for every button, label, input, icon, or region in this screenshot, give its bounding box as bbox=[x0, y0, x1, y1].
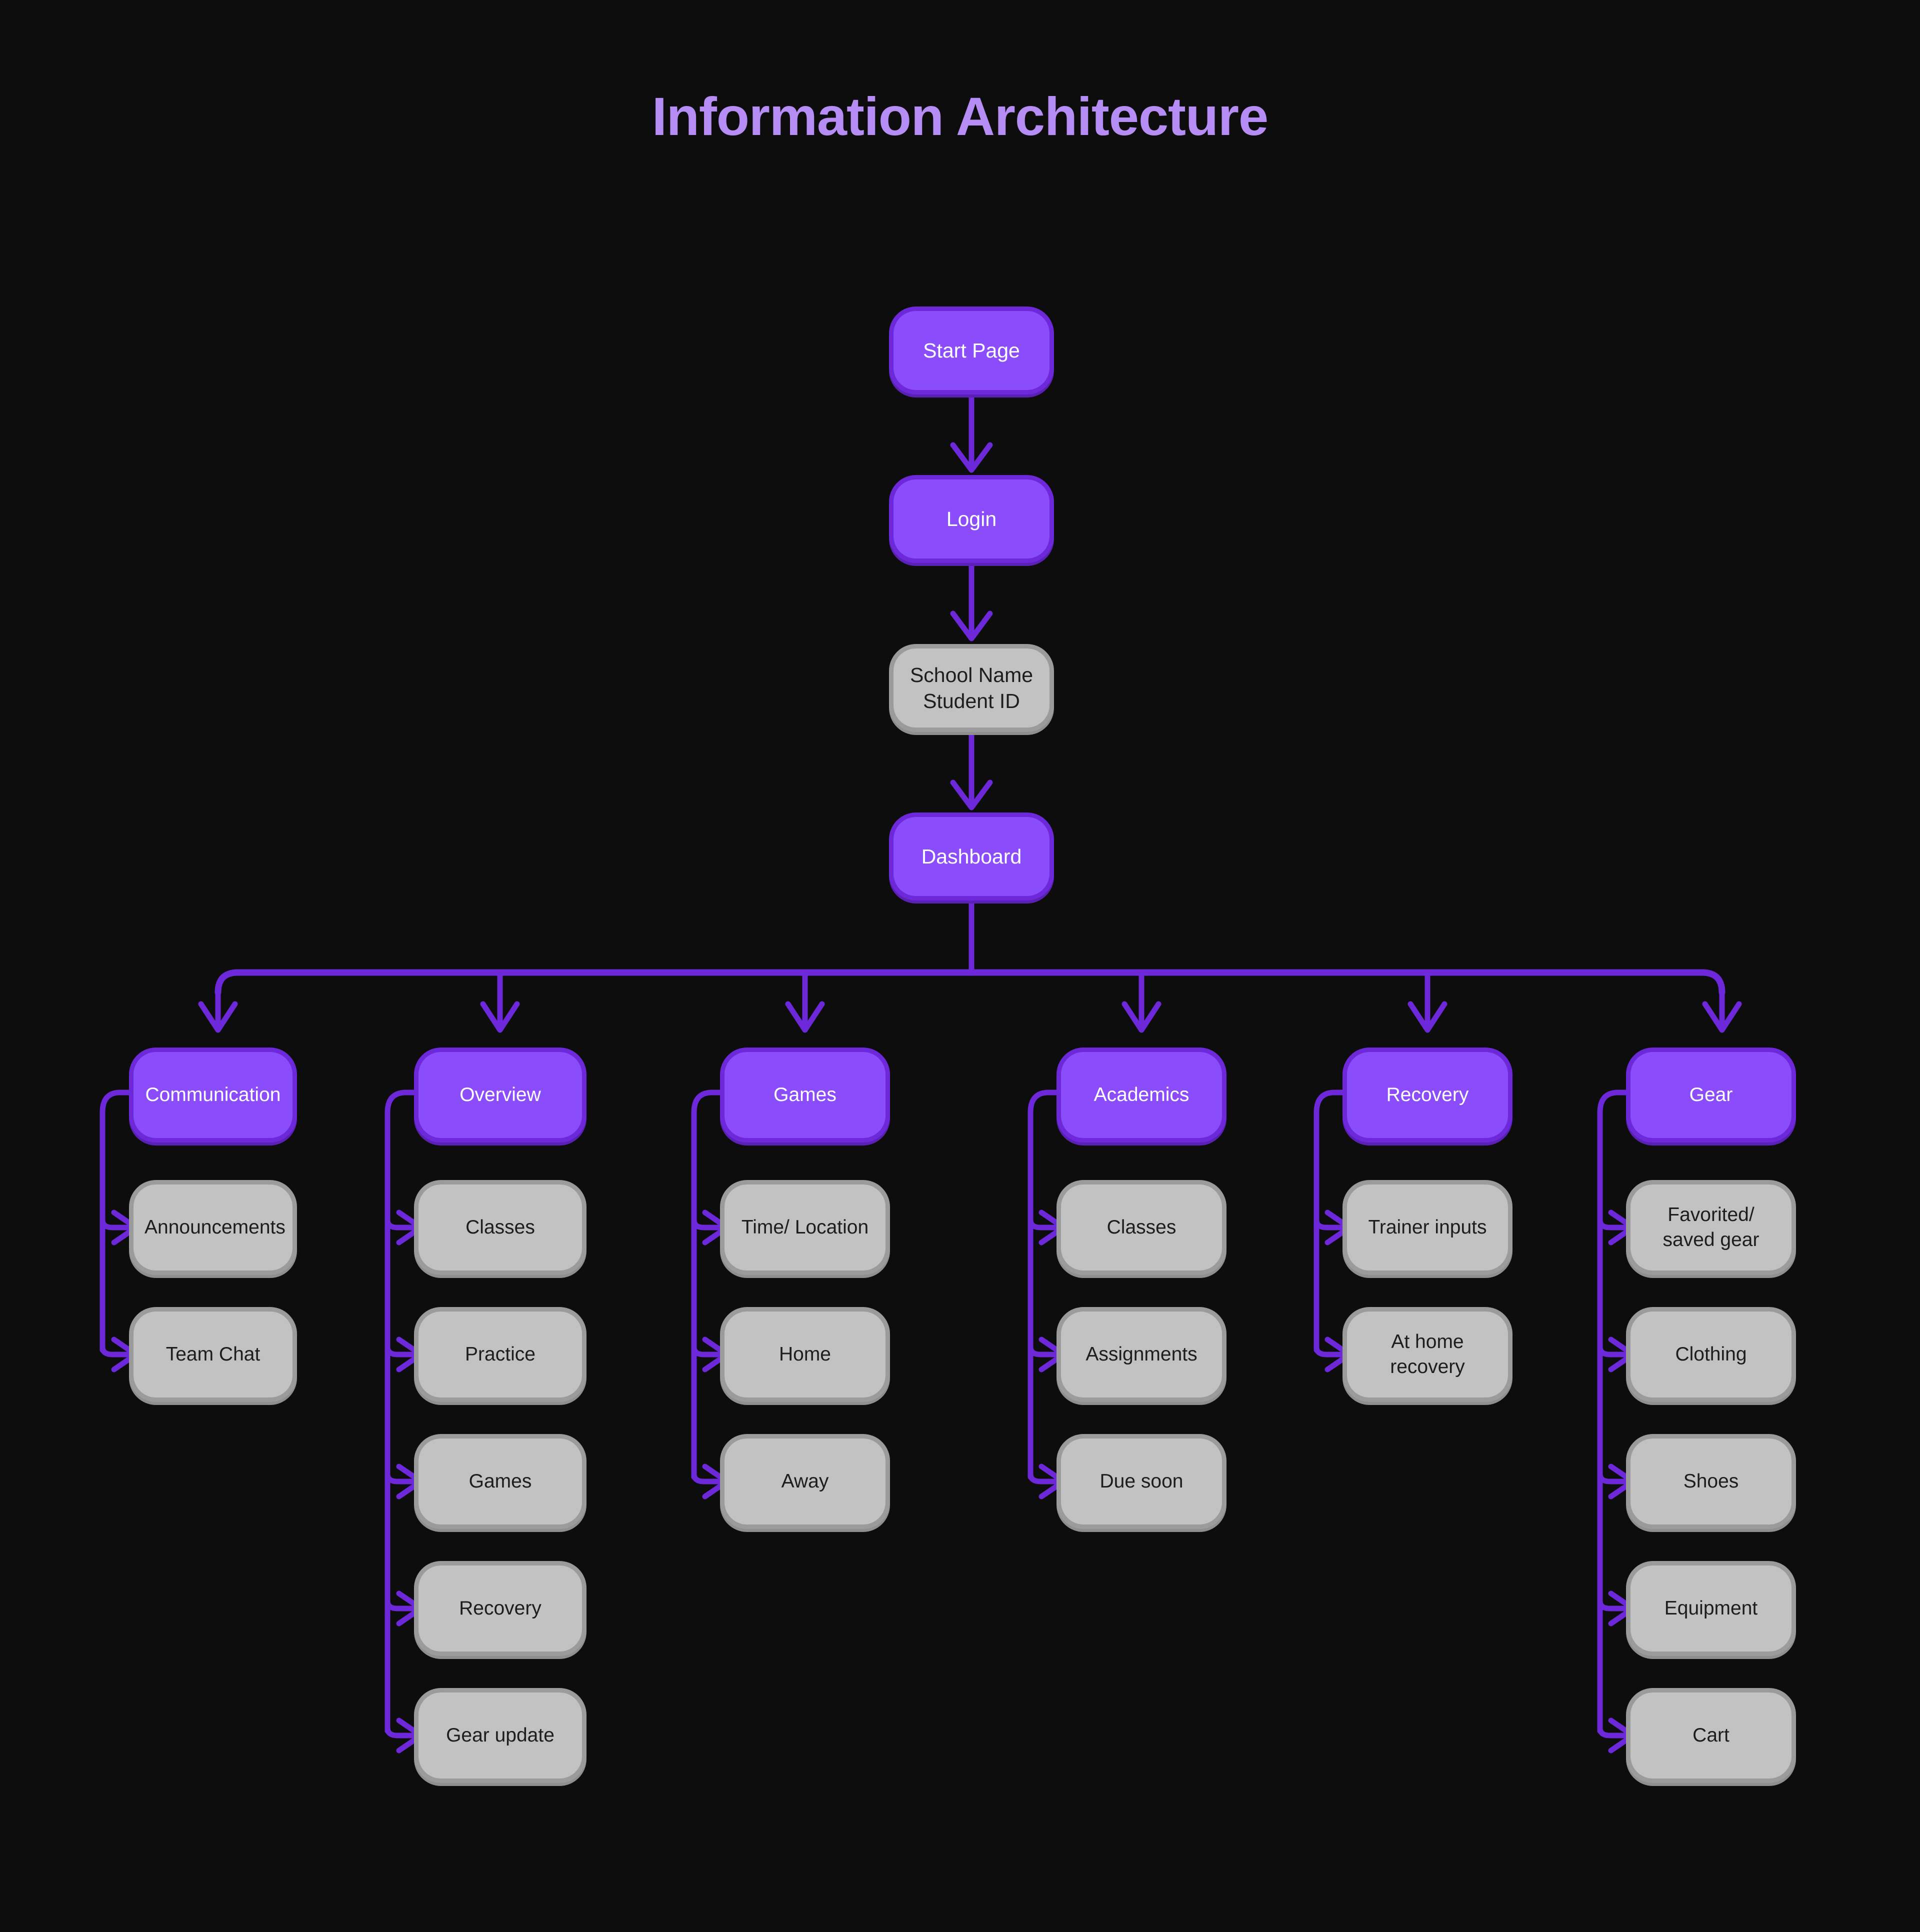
node-overview-classes[interactable]: Classes bbox=[414, 1180, 586, 1275]
edges-gear bbox=[1597, 1090, 1636, 1754]
node-overview-gear-update[interactable]: Gear update bbox=[414, 1688, 586, 1783]
node-label: Time/ Location bbox=[741, 1216, 869, 1238]
node-label: Recovery bbox=[1386, 1084, 1469, 1106]
node-recovery-at-home[interactable]: At home recovery bbox=[1342, 1307, 1512, 1402]
node-recovery[interactable]: Recovery bbox=[1342, 1048, 1512, 1142]
edge-bus-to-overview bbox=[480, 970, 520, 1033]
node-label: Games bbox=[468, 1470, 532, 1492]
node-label: Home bbox=[778, 1344, 832, 1366]
node-overview-practice[interactable]: Practice bbox=[414, 1307, 586, 1402]
node-label: Away bbox=[781, 1470, 829, 1492]
node-label: Overview bbox=[460, 1084, 541, 1106]
node-label: Gear update bbox=[446, 1724, 554, 1746]
node-label: Academics bbox=[1094, 1084, 1190, 1106]
edges-games bbox=[691, 1090, 730, 1500]
node-overview-recovery[interactable]: Recovery bbox=[414, 1561, 586, 1656]
node-gear-clothing[interactable]: Clothing bbox=[1626, 1307, 1796, 1402]
node-label: School Name Student ID bbox=[904, 662, 1038, 714]
node-gear-cart[interactable]: Cart bbox=[1626, 1688, 1796, 1783]
node-academics-due-soon[interactable]: Due soon bbox=[1056, 1434, 1226, 1529]
node-label: Equipment bbox=[1664, 1598, 1758, 1620]
node-label: Dashboard bbox=[921, 844, 1022, 868]
node-games-time-location[interactable]: Time/ Location bbox=[720, 1180, 890, 1275]
node-team-chat[interactable]: Team Chat bbox=[129, 1307, 297, 1402]
edge-bus-to-recovery bbox=[1408, 970, 1448, 1033]
node-communication[interactable]: Communication bbox=[129, 1048, 297, 1142]
node-label: Gear bbox=[1689, 1084, 1733, 1106]
node-games[interactable]: Games bbox=[720, 1048, 890, 1142]
node-label: Recovery bbox=[459, 1598, 542, 1620]
node-gear[interactable]: Gear bbox=[1626, 1048, 1796, 1142]
node-label: Shoes bbox=[1683, 1470, 1739, 1492]
node-label-line-2: Student ID bbox=[923, 690, 1020, 712]
node-login[interactable]: Login bbox=[889, 475, 1054, 563]
node-academics-assignments[interactable]: Assignments bbox=[1056, 1307, 1226, 1402]
node-label: Games bbox=[774, 1084, 836, 1106]
node-label: Practice bbox=[465, 1344, 536, 1366]
node-label: Classes bbox=[1106, 1216, 1176, 1238]
page-title: Information Architecture bbox=[652, 86, 1268, 146]
node-overview-games[interactable]: Games bbox=[414, 1434, 586, 1529]
edge-login-to-school bbox=[950, 563, 993, 642]
node-label: Communication bbox=[145, 1084, 281, 1106]
distribution-bus bbox=[214, 969, 1726, 996]
node-games-away[interactable]: Away bbox=[720, 1434, 890, 1529]
node-dashboard[interactable]: Dashboard bbox=[889, 812, 1054, 900]
node-label-line-1: School Name bbox=[910, 663, 1034, 686]
node-overview[interactable]: Overview bbox=[414, 1048, 586, 1142]
node-start-page[interactable]: Start Page bbox=[889, 306, 1054, 394]
node-label: Announcements bbox=[144, 1216, 286, 1238]
node-gear-shoes[interactable]: Shoes bbox=[1626, 1434, 1796, 1529]
node-academics[interactable]: Academics bbox=[1056, 1048, 1226, 1142]
edge-bus-to-academics bbox=[1122, 970, 1162, 1033]
edges-overview bbox=[384, 1090, 424, 1754]
node-gear-equipment[interactable]: Equipment bbox=[1626, 1561, 1796, 1656]
node-academics-classes[interactable]: Classes bbox=[1056, 1180, 1226, 1275]
node-school-student-id[interactable]: School Name Student ID bbox=[889, 644, 1054, 732]
edge-bus-to-communication bbox=[198, 990, 238, 1033]
node-label: Due soon bbox=[1100, 1470, 1184, 1492]
node-label: Login bbox=[946, 507, 997, 530]
node-games-home[interactable]: Home bbox=[720, 1307, 890, 1402]
node-label: Clothing bbox=[1675, 1344, 1747, 1366]
node-label: At home recovery bbox=[1390, 1331, 1465, 1378]
node-gear-favorited-saved[interactable]: Favorited/ saved gear bbox=[1626, 1180, 1796, 1275]
edge-school-to-dashboard bbox=[950, 732, 993, 810]
node-label: Assignments bbox=[1086, 1344, 1198, 1366]
node-label: Favorited/ saved gear bbox=[1662, 1204, 1760, 1250]
node-label: Trainer inputs bbox=[1368, 1216, 1487, 1238]
node-recovery-trainer-inputs[interactable]: Trainer inputs bbox=[1342, 1180, 1512, 1275]
node-label: Team Chat bbox=[166, 1344, 260, 1366]
node-label: Start Page bbox=[923, 338, 1020, 362]
edges-academics bbox=[1028, 1090, 1066, 1500]
node-label: Cart bbox=[1692, 1724, 1730, 1746]
node-announcements[interactable]: Announcements bbox=[129, 1180, 297, 1275]
edge-bus-to-games bbox=[785, 970, 825, 1033]
edge-start-to-login bbox=[950, 394, 993, 473]
edge-bus-to-gear bbox=[1702, 990, 1742, 1033]
node-label: Classes bbox=[466, 1216, 535, 1238]
